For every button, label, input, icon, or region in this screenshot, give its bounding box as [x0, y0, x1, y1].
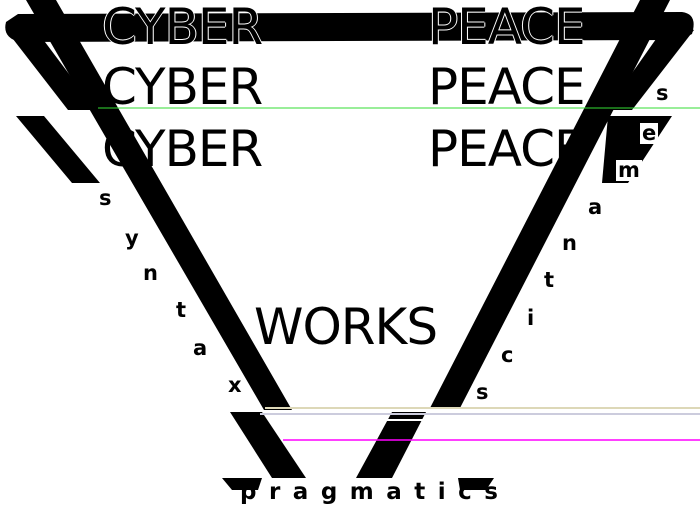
left-outer-stripe [6, 22, 96, 110]
title-right-row-1: PEACE [428, 0, 586, 56]
syntax-letter: y [125, 226, 139, 250]
semantics-letter: n [562, 231, 577, 255]
bottom-word: pragmatics [240, 479, 511, 505]
syntax-letter: n [143, 261, 158, 285]
semantics-letter: e [640, 121, 659, 145]
center-word: WORKS [254, 298, 438, 356]
title-right-row-2: PEACE [428, 58, 586, 116]
semantics-letter: m [616, 158, 642, 182]
semantics-letter: s [656, 81, 669, 105]
semantics-letter: c [501, 343, 514, 367]
syntax-letter: a [193, 336, 208, 360]
left-main-stripe [26, 0, 292, 410]
bottom-bar-left [222, 478, 262, 490]
right-bottom-stripe [356, 412, 426, 478]
syntax-letter: t [176, 298, 187, 322]
right-outer-stripe [606, 22, 694, 110]
title-left-row-1: CYBER [102, 0, 263, 56]
top-bar [5, 12, 694, 42]
right-main-stripe [430, 0, 670, 408]
left-bottom-stripe [230, 412, 306, 478]
syntax-letter: x [228, 373, 242, 397]
semantics-letter: i [527, 306, 535, 330]
bottom-bar-right [458, 478, 494, 490]
left-outer-stripe-lower [16, 116, 100, 183]
title-right-row-3: PEACE [428, 120, 586, 178]
semantics-letter: a [588, 195, 603, 219]
title-left-row-2: CYBER [102, 58, 263, 116]
semantics-letter: s [476, 380, 489, 404]
syntax-letter: s [99, 186, 112, 210]
semantics-letter: t [544, 268, 555, 292]
title-left-row-3: CYBER [102, 120, 263, 178]
